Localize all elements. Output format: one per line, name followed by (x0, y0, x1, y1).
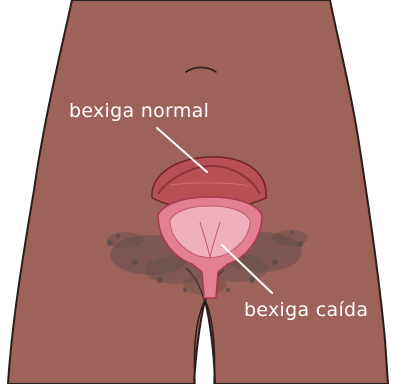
label-normal-bladder: bexiga normal (69, 100, 209, 122)
label-fallen-bladder: bexiga caída (244, 299, 368, 321)
